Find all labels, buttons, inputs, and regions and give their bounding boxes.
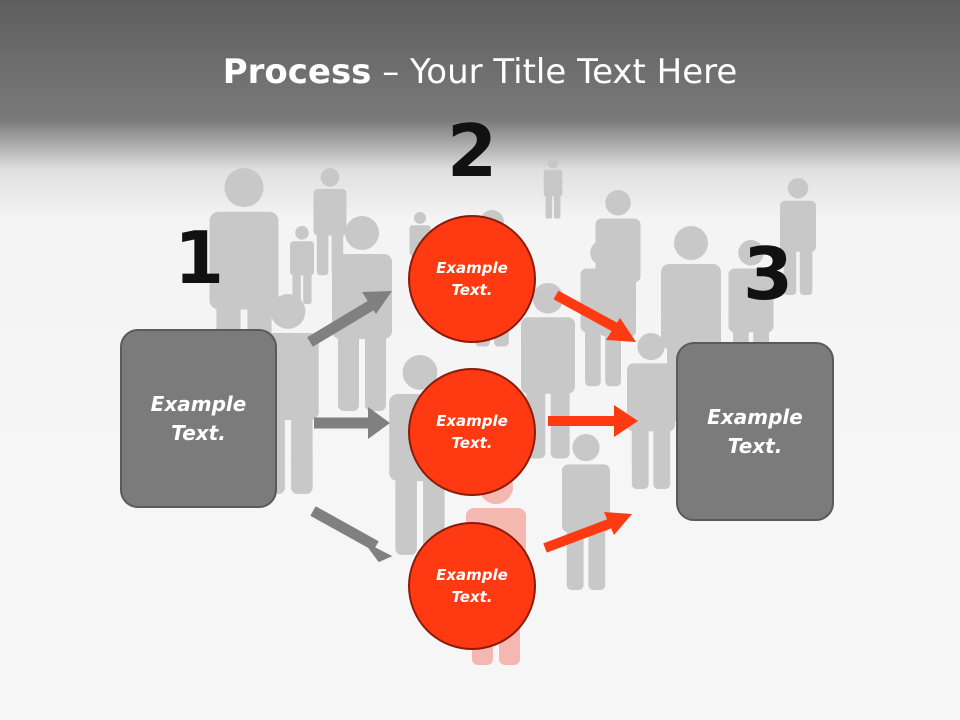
step-number-1: 1 — [173, 216, 225, 300]
right-box[interactable]: Example Text. — [676, 342, 834, 521]
gray-arrow-up — [307, 295, 383, 347]
right-box-line1: Example — [707, 404, 803, 429]
person-silhouette — [627, 333, 675, 489]
circle-bottom-line2: Text. — [451, 588, 493, 606]
red-arrow-down-head — [606, 318, 636, 342]
circle-bottom[interactable]: Example Text. — [408, 522, 536, 650]
gray-arrow-mid-head — [368, 407, 390, 439]
circle-top-line2: Text. — [451, 281, 493, 299]
person-silhouette — [290, 226, 314, 304]
gray-arrow-up-head — [362, 291, 392, 314]
left-box-line1: Example — [150, 391, 247, 416]
title-rest: – Your Title Text Here — [371, 52, 738, 92]
gray-arrow-down — [310, 506, 379, 551]
red-arrow-up-head — [604, 512, 632, 535]
red-arrow-mid-head — [614, 405, 638, 437]
right-box-line2: Text. — [727, 433, 783, 458]
title-bold: Process — [222, 52, 372, 92]
left-box[interactable]: Example Text. — [120, 329, 277, 508]
red-arrows — [543, 290, 638, 553]
circle-middle[interactable]: Example Text. — [408, 368, 536, 496]
gray-arrows — [307, 291, 393, 563]
circle-middle-line1: Example — [436, 411, 508, 430]
red-arrow-down — [553, 290, 623, 335]
slide-title: Process – Your Title Text Here — [0, 52, 960, 92]
circle-top[interactable]: Example Text. — [408, 215, 536, 343]
circle-top-line1: Example — [436, 258, 508, 277]
red-arrow-up — [543, 517, 616, 553]
left-box-line2: Text. — [171, 420, 226, 445]
circle-middle-line2: Text. — [451, 434, 493, 452]
person-silhouette — [562, 434, 610, 590]
circle-bottom-line1: Example — [436, 565, 508, 584]
gray-arrow-down-head — [363, 541, 393, 563]
step-number-2: 2 — [446, 109, 498, 193]
step-number-3: 3 — [742, 232, 794, 316]
person-silhouette — [543, 158, 563, 219]
person-silhouette — [780, 178, 816, 295]
